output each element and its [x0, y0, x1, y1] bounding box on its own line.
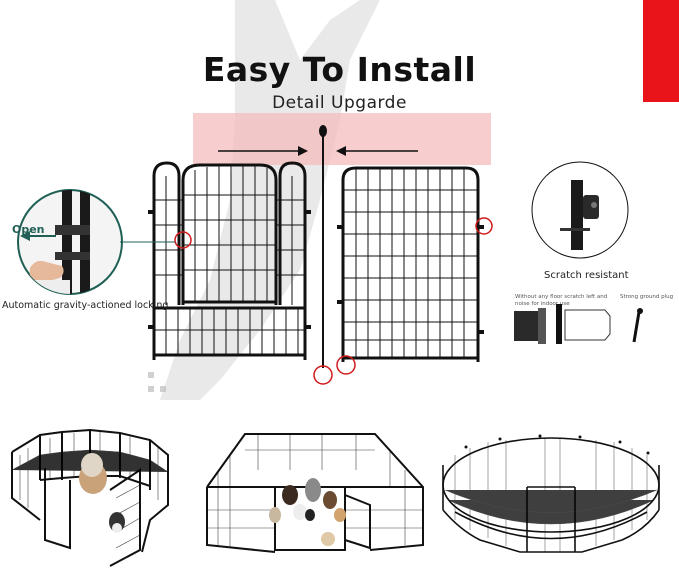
- locking-caption: Automatic gravity-actioned locking: [2, 300, 169, 311]
- connector-highlight-circle: [475, 217, 493, 235]
- foot-highlight-circle: [336, 355, 356, 375]
- page-title: Easy To Install: [202, 50, 477, 89]
- floor-note: Without any floor scratch left and noise…: [515, 294, 608, 307]
- scratch-caption: Scratch resistant: [544, 270, 629, 281]
- open-label: Open: [12, 223, 45, 236]
- corner-accent-bar: [643, 0, 679, 102]
- rod-tip-highlight-circle: [313, 365, 333, 385]
- ground-plug-label: Strong ground plug: [620, 294, 674, 300]
- latch-highlight-circle: [174, 231, 192, 249]
- page-subtitle: Detail Upgarde: [272, 93, 407, 113]
